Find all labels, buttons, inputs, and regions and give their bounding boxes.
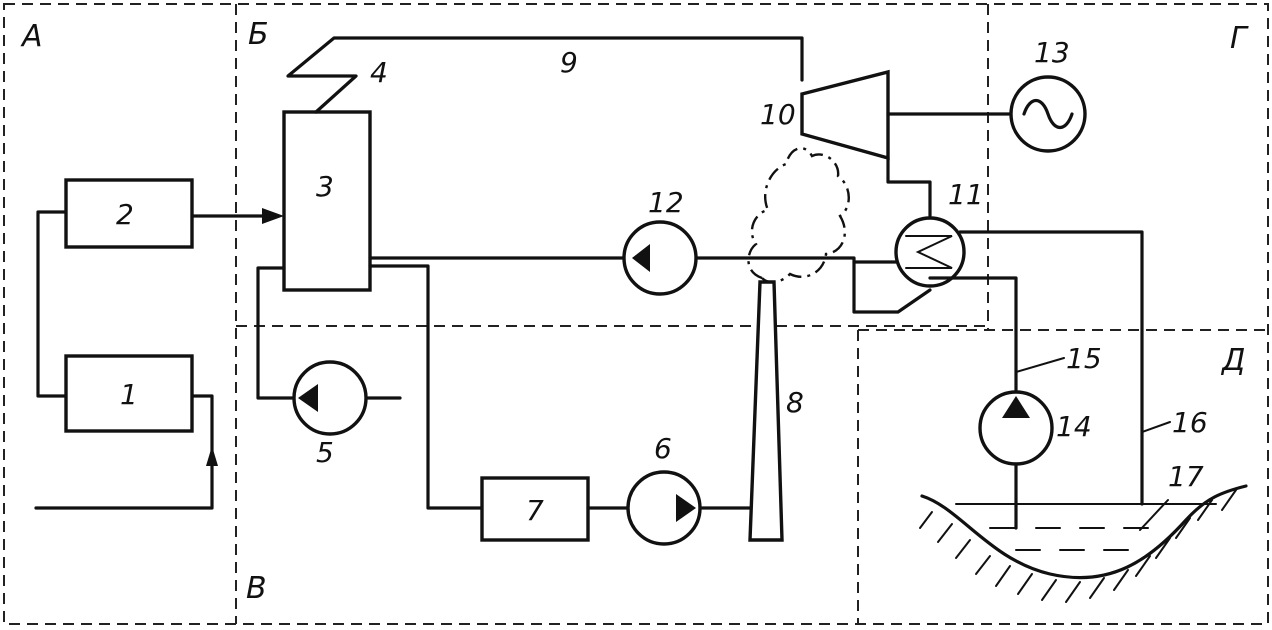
component-11-label: 11 [948,178,984,211]
component-15-label: 15 [1066,342,1102,375]
ground-hatching [919,489,1237,603]
leader-15 [1015,357,1065,373]
component-12-label: 12 [648,186,684,219]
component-14-pump [978,390,1054,466]
component-9-label: 9 [560,46,578,79]
component-12-pump [622,220,698,296]
component-8-stack [748,280,784,542]
leader-16 [1141,421,1171,433]
component-13-generator [1009,75,1087,153]
component-2-label: 2 [116,198,134,231]
component-14-label: 14 [1056,410,1092,443]
leader-17 [1139,499,1169,531]
component-17-reservoir [919,484,1248,603]
component-5-label: 5 [316,436,334,469]
fuel-feed-arrow [190,208,284,224]
component-5-pump [292,360,368,436]
zone-label-g: Г [1230,21,1249,56]
component-8-label: 8 [786,386,804,419]
zone-borders [3,3,1269,625]
zone-label-b: Б [248,17,269,52]
pump-icon [676,494,696,522]
component-6-label: 6 [654,432,672,465]
pump-icon [298,384,318,412]
pump-5-line [256,266,298,400]
zone-label-d: Д [1220,343,1245,378]
pump-icon [1002,396,1030,418]
component-10-turbine [800,69,890,161]
component-3-label: 3 [316,170,334,203]
component-3-boiler [282,110,372,292]
cooling-water-inlet [928,276,1018,392]
component-4-label: 4 [370,56,388,89]
component-16-label: 16 [1172,406,1208,439]
component-11-condenser [894,216,966,288]
component-7-label: 7 [526,494,544,527]
flue-gas-line [368,264,484,510]
component-17-label: 17 [1168,460,1204,493]
pump-icon [632,244,650,272]
component-4-superheater [286,36,804,114]
component-10-label: 10 [760,98,796,131]
sine-wave-icon [1022,98,1074,130]
component-7-box [480,476,590,542]
zone-label-a: А [20,19,43,54]
component-2-box [64,178,194,249]
condensate-line [852,260,932,314]
component-1-label: 1 [120,378,138,411]
smoke-plume [747,146,850,284]
component-13-label: 13 [1034,36,1070,69]
exhaust-pipe [886,156,932,218]
feedwater-line [694,256,856,264]
fuel-supply-loop [34,210,218,510]
heat-exchanger-icon [905,235,953,269]
component-1-box [64,354,194,433]
component-6-fan [626,470,702,546]
cooling-water-return [958,230,1144,506]
zone-label-v: В [246,571,267,606]
